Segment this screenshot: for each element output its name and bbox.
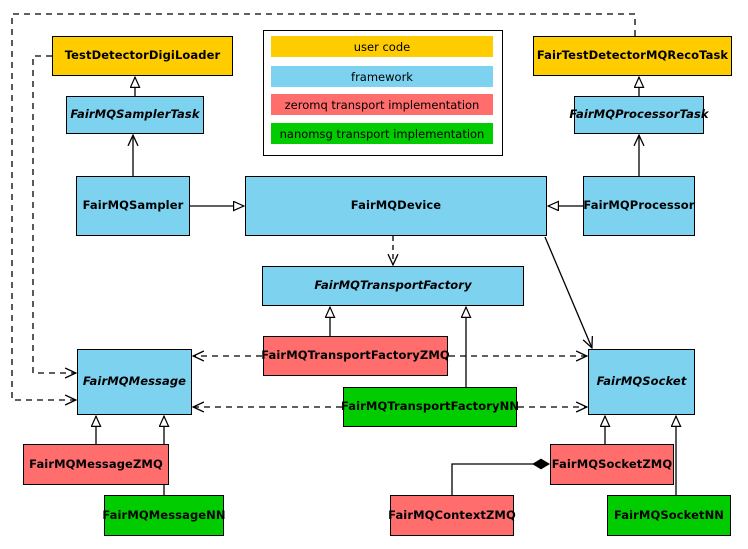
edge-recotask-message <box>11 13 636 406</box>
node-fair-mq-message-nn[interactable]: FairMQMessageNN <box>102 495 226 536</box>
legend-item-framework: framework <box>271 66 493 87</box>
node-fair-mq-sampler[interactable]: FairMQSampler <box>76 176 190 236</box>
node-test-detector-digi-loader[interactable]: TestDetectorDigiLoader <box>52 36 233 76</box>
node-label: FairMQDevice <box>350 198 442 213</box>
edge-device-socket <box>544 236 594 350</box>
node-label: FairMQMessageNN <box>102 507 226 522</box>
node-fair-mq-transport-factory-zmq[interactable]: FairMQTransportFactoryZMQ <box>261 336 450 376</box>
node-label: FairMQTransportFactory <box>314 278 472 293</box>
node-label: FairMQMessageZMQ <box>29 456 163 471</box>
node-fair-test-detector-mq-reco-task[interactable]: FairTestDetectorMQRecoTask <box>533 36 732 76</box>
node-fair-mq-message[interactable]: FairMQMessage <box>77 349 192 415</box>
node-label: FairMQSampler <box>82 198 184 213</box>
node-fair-mq-sampler-task[interactable]: FairMQSamplerTask <box>66 96 204 134</box>
node-fair-mq-processor-task[interactable]: FairMQProcessorTask <box>569 96 709 134</box>
node-fair-mq-context-zmq[interactable]: FairMQContextZMQ <box>388 495 516 536</box>
legend-item-user-code: user code <box>271 36 493 57</box>
node-fair-mq-transport-factory-nn[interactable]: FairMQTransportFactoryNN <box>340 387 520 427</box>
node-label: FairMQTransportFactoryNN <box>340 399 520 414</box>
node-label: FairMQProcessor <box>583 198 695 213</box>
node-label: FairMQSocketZMQ <box>551 456 673 471</box>
node-label: FairMQTransportFactoryZMQ <box>261 348 450 363</box>
node-label: FairTestDetectorMQRecoTask <box>536 48 729 63</box>
node-fair-mq-transport-factory[interactable]: FairMQTransportFactory <box>262 266 524 306</box>
node-fair-mq-socket-nn[interactable]: FairMQSocketNN <box>607 495 731 536</box>
node-label: FairMQContextZMQ <box>388 507 516 522</box>
legend-item-nanomsg: nanomsg transport implementation <box>271 123 493 144</box>
edge-digiloader-message <box>32 55 78 379</box>
node-label: FairMQSamplerTask <box>70 107 200 122</box>
legend-label: framework <box>351 69 413 84</box>
node-fair-mq-processor[interactable]: FairMQProcessor <box>583 176 695 236</box>
legend-label: zeromq transport implementation <box>284 97 480 112</box>
legend-item-zeromq: zeromq transport implementation <box>271 94 493 115</box>
node-label: FairMQMessage <box>82 374 187 389</box>
node-label: FairMQSocketNN <box>613 507 725 522</box>
node-fair-mq-message-zmq[interactable]: FairMQMessageZMQ <box>23 444 169 485</box>
legend-label: nanomsg transport implementation <box>279 126 485 141</box>
node-fair-mq-device[interactable]: FairMQDevice <box>245 176 547 236</box>
node-label: FairMQProcessorTask <box>569 107 709 122</box>
node-label: FairMQSocket <box>596 374 687 389</box>
legend-label: user code <box>353 39 411 54</box>
edge-contextzmq-socketzmq <box>451 464 549 495</box>
node-label: TestDetectorDigiLoader <box>64 48 221 63</box>
node-fair-mq-socket[interactable]: FairMQSocket <box>588 349 695 415</box>
node-fair-mq-socket-zmq[interactable]: FairMQSocketZMQ <box>550 444 674 485</box>
